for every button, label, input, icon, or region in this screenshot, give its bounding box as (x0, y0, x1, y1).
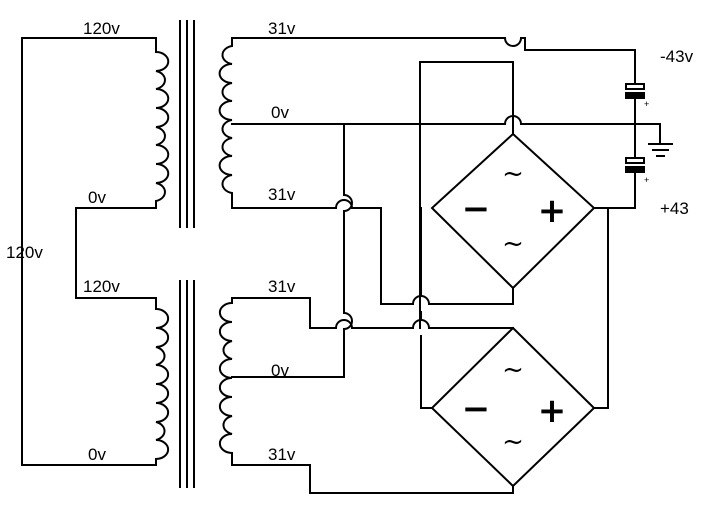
secondary-wiring (231, 37, 673, 494)
top-primary-0v-label: 0v (88, 188, 106, 207)
bottom-primary-120v-label: 120v (83, 277, 120, 296)
bridge-bottom-ac-lower: ~ (502, 427, 524, 457)
bridge-top-minus: − (462, 189, 491, 229)
bottom-primary-0v-label: 0v (88, 445, 106, 464)
capacitor-lower-plus: + (644, 175, 649, 185)
bridge-rectifier-bottom: ~ ~ − + (430, 326, 596, 488)
bridge-rectifier-top: ~ ~ − + (430, 132, 596, 290)
bridge-bottom-ac-upper: ~ (502, 355, 524, 385)
top-primary-coil (155, 38, 170, 208)
top-secondary-31v-lower-label: 31v (268, 185, 296, 204)
bridge-top-plus: + (538, 191, 567, 231)
transformer-bottom (155, 280, 233, 488)
top-primary-120v-label: 120v (83, 19, 120, 38)
bridge-top-ac-upper: ~ (502, 159, 524, 189)
transformer-top (155, 20, 233, 228)
positive-output-label: +43 (660, 199, 689, 218)
top-secondary-31v-upper-label: 31v (268, 19, 296, 38)
bottom-secondary-0v-label: 0v (271, 361, 289, 380)
negative-output-label: -43v (660, 47, 694, 66)
bridge-bottom-plus: + (538, 391, 567, 431)
capacitor-upper: + (625, 83, 649, 109)
capacitor-lower: + (625, 157, 649, 185)
top-secondary-coil (218, 38, 233, 208)
bridge-bottom-minus: − (462, 389, 491, 429)
bottom-secondary-coil (218, 298, 233, 465)
bottom-secondary-31v-lower-label: 31v (268, 445, 296, 464)
capacitor-upper-plus: + (644, 99, 649, 109)
bottom-primary-coil (155, 298, 170, 465)
bottom-secondary-31v-upper-label: 31v (268, 277, 296, 296)
voltage-labels: 120v 0v 120v 120v 0v 31v 0v 31v 31v 0v 3… (6, 19, 694, 464)
mains-wiring (21, 37, 157, 466)
mains-120v-label: 120v (6, 243, 43, 262)
top-secondary-0v-label: 0v (271, 103, 289, 122)
bridge-top-ac-lower: ~ (502, 229, 524, 259)
